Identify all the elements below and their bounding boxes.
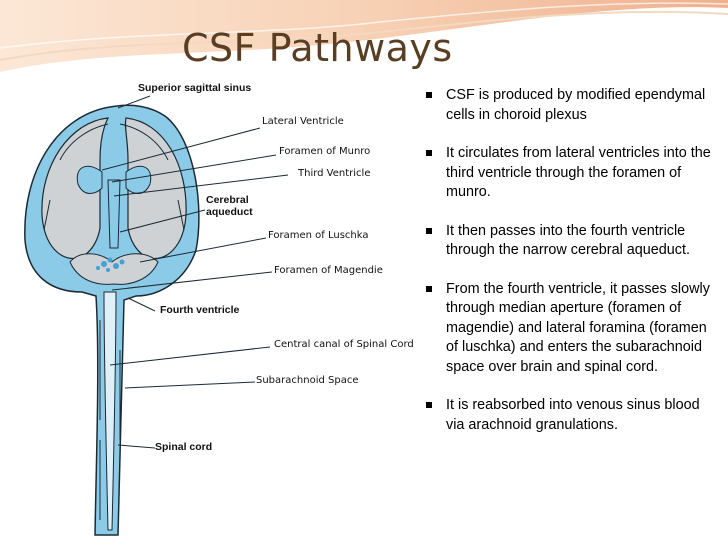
label-lateral-ventricle: Lateral Ventricle bbox=[262, 116, 344, 127]
bullet-list: CSF is produced by modified ependymal ce… bbox=[426, 86, 721, 454]
label-third-ventricle: Third Ventricle bbox=[298, 168, 371, 179]
label-cerebral-aqueduct-line2: aqueduct bbox=[206, 206, 253, 218]
bullet-square-icon bbox=[426, 150, 432, 156]
bullet-item: It is reabsorbed into venous sinus blood… bbox=[426, 396, 721, 435]
bullet-item: It then passes into the fourth ventricle… bbox=[426, 222, 721, 261]
flow-arrows bbox=[43, 123, 185, 520]
label-foramen-of-luschka: Foramen of Luschka bbox=[268, 230, 369, 241]
bullet-square-icon bbox=[426, 402, 432, 408]
leader-lines bbox=[101, 95, 289, 449]
label-fourth-ventricle: Fourth ventricle bbox=[160, 304, 240, 316]
csf-pathway-diagram bbox=[24, 95, 289, 536]
label-foramen-of-munro: Foramen of Munro bbox=[279, 146, 371, 157]
bullet-item: CSF is produced by modified ependymal ce… bbox=[426, 86, 721, 125]
bullet-item: From the fourth ventricle, it passes slo… bbox=[426, 280, 721, 378]
label-central-canal: Central canal of Spinal Cord bbox=[274, 339, 414, 350]
label-foramen-of-magendie: Foramen of Magendie bbox=[274, 265, 383, 276]
slide-title: CSF Pathways bbox=[182, 26, 453, 70]
cerebellum bbox=[69, 253, 159, 285]
label-superior-sagittal-sinus: Superior sagittal sinus bbox=[138, 82, 252, 94]
label-cerebral-aqueduct-line1: Cerebral bbox=[206, 194, 249, 206]
header-wave-decoration bbox=[0, 0, 728, 72]
bullet-square-icon bbox=[426, 92, 432, 98]
label-subarachnoid-space: Subarachnoid Space bbox=[256, 375, 359, 386]
lateral-ventricle-left bbox=[76, 165, 103, 194]
spinal-cord bbox=[103, 291, 117, 531]
bullet-square-icon bbox=[426, 285, 432, 292]
bullet-item: It circulates from lateral ventricles in… bbox=[426, 144, 721, 203]
choroid-plexus bbox=[96, 257, 125, 272]
lateral-ventricle-right bbox=[125, 165, 152, 194]
bullet-square-icon bbox=[426, 227, 432, 234]
label-spinal-cord: Spinal cord bbox=[155, 441, 213, 453]
third-ventricle bbox=[107, 179, 121, 249]
